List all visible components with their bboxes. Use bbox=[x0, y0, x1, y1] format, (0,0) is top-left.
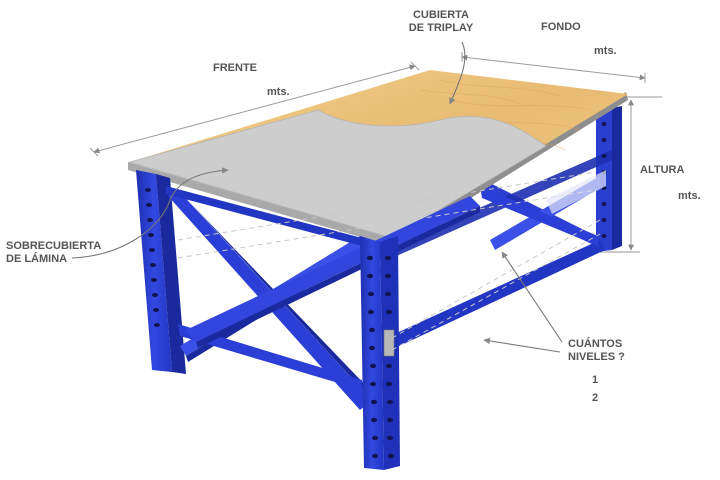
fondo-label: FONDO bbox=[541, 21, 581, 33]
steel-sheet bbox=[128, 109, 547, 239]
level-highlight bbox=[546, 170, 606, 214]
cubierta-label-line1: CUBIERTA bbox=[412, 9, 469, 21]
side-rail bbox=[480, 186, 598, 246]
level-guide-lines bbox=[177, 171, 601, 351]
altura-label: ALTURA bbox=[640, 164, 685, 176]
altura-unit-label: mts. bbox=[678, 190, 701, 202]
level-option-2: 2 bbox=[592, 392, 599, 404]
niveles-leader-upper bbox=[501, 251, 563, 343]
niveles-leader-lower bbox=[483, 337, 561, 353]
sobrecubierta-label: SOBRECUBIERTA DE LÁMINA bbox=[6, 240, 101, 266]
cubierta-leader bbox=[449, 41, 466, 105]
top-front-edge bbox=[128, 162, 392, 246]
back-right-leg-holes bbox=[601, 122, 607, 238]
frente-dimension-line bbox=[93, 64, 416, 154]
front-right-leg bbox=[360, 236, 400, 470]
cubierta-label: CUBIERTA DE TRIPLAY bbox=[403, 9, 479, 35]
niveles-label-line2: NIVELES ? bbox=[568, 351, 625, 363]
frente-label: FRENTE bbox=[213, 62, 257, 74]
sobrecubierta-label-line2: DE LÁMINA bbox=[6, 253, 68, 265]
dimension-lines bbox=[89, 52, 662, 253]
level-option-1: 1 bbox=[592, 374, 599, 386]
fondo-unit-label: mts. bbox=[594, 45, 617, 57]
lower-long-rail bbox=[186, 196, 480, 342]
frente-unit-label: mts. bbox=[267, 86, 290, 98]
leader-lines bbox=[71, 41, 563, 353]
sobrecubierta-label-line1: SOBRECUBIERTA bbox=[6, 240, 102, 252]
cubierta-label-line2: DE TRIPLAY bbox=[408, 22, 474, 34]
front-left-leg bbox=[136, 170, 186, 374]
niveles-label: CUÁNTOS NIVELES ? bbox=[568, 338, 625, 364]
fondo-dimension-line bbox=[461, 54, 646, 81]
sobrecubierta-leader bbox=[71, 167, 229, 259]
niveles-label-line1: CUÁNTOS bbox=[568, 338, 623, 350]
